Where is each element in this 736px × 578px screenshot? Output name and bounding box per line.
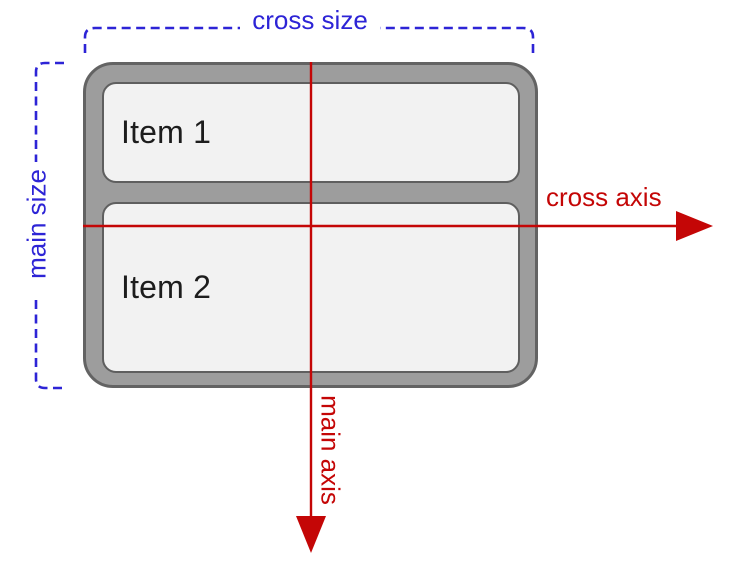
flex-item-2-label: Item 2 [121,269,212,305]
main-axis-arrowhead-icon [296,516,326,553]
flex-item-1-label: Item 1 [121,114,212,150]
main-size-bracket-top-icon [34,61,64,162]
cross-axis-arrowhead-icon [676,211,713,241]
flex-item-1: Item 1 [102,82,520,183]
cross-axis-label: cross axis [546,182,662,212]
cross-size-label: cross size [252,5,368,35]
main-axis-label: main axis [315,395,346,505]
cross-size-bracket-left-icon [83,26,240,53]
main-size-label: main size [21,169,52,279]
cross-size-bracket-right-icon [380,26,535,53]
flex-container: Item 1 Item 2 [83,62,538,388]
main-size-bracket-bottom-icon [34,300,64,390]
flex-item-2: Item 2 [102,202,520,373]
